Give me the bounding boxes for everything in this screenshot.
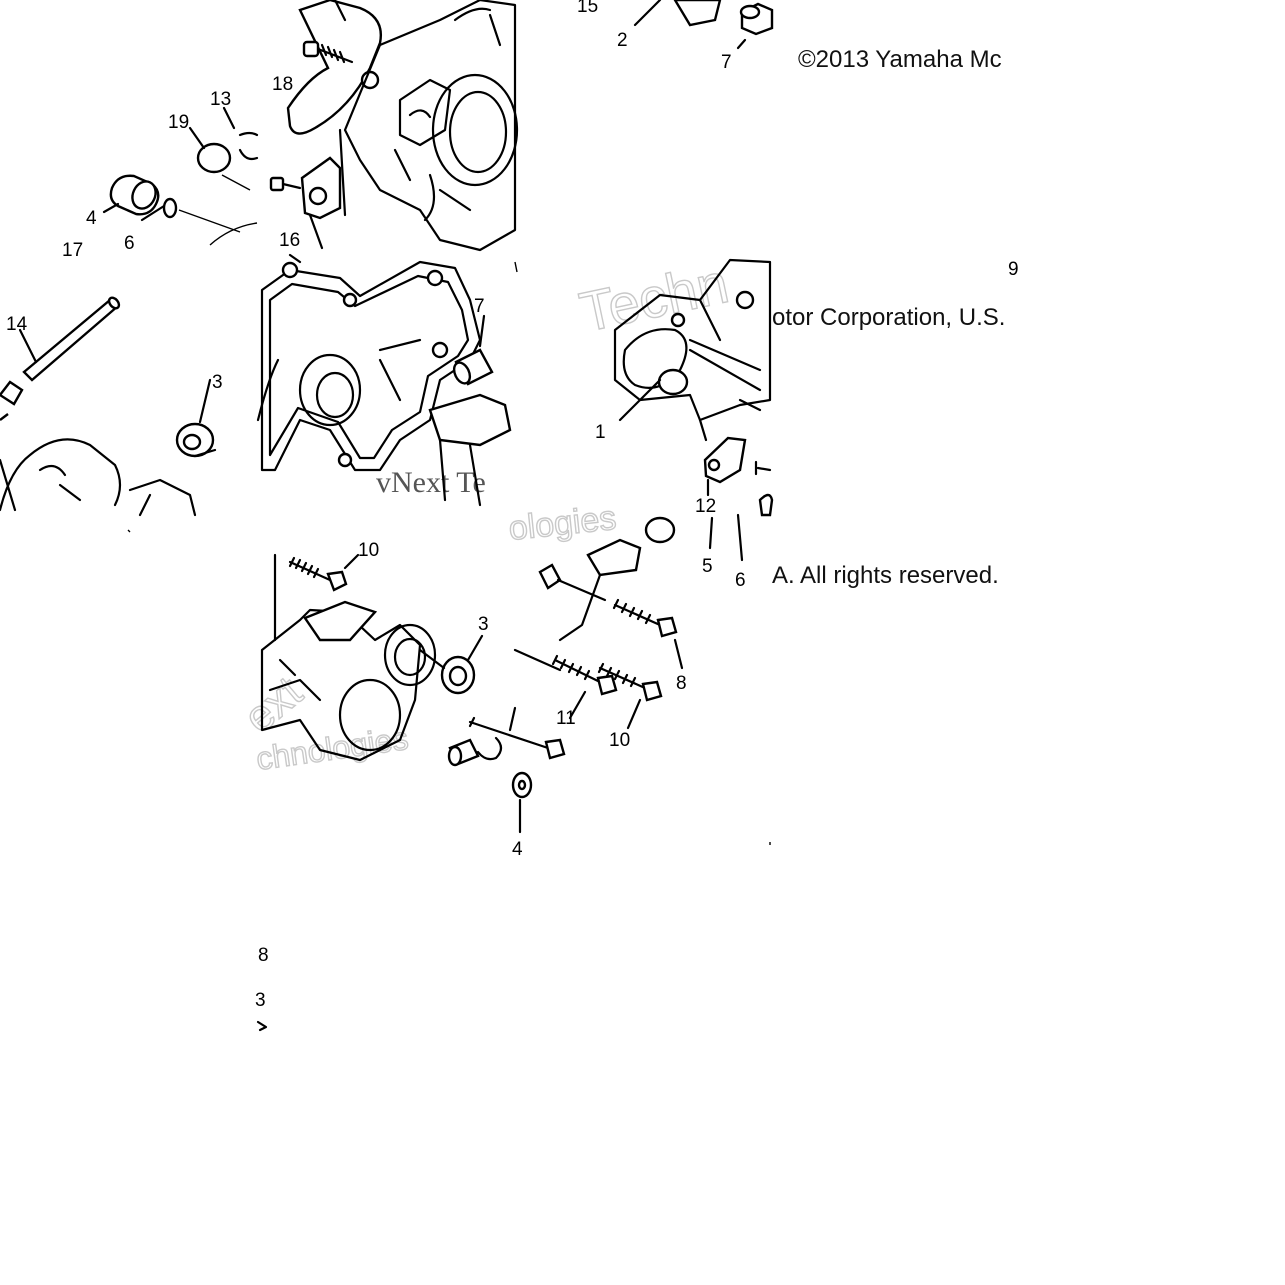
callout-8: 8 [258,945,269,966]
leader-lines [178,174,258,246]
part-collar [739,2,774,36]
part-collar [538,563,562,590]
part-cap [196,142,232,174]
callout-5: 5 [702,556,713,577]
callout-11: 11 [556,708,576,729]
callout-9: 9 [1008,259,1019,280]
part-bolt [269,176,302,192]
part-pipe [22,296,121,382]
part-oil-seal [440,655,476,695]
tile-bottom-right: 8 11 10 4 [468,516,687,860]
gasket-outline [260,260,482,472]
callout-4: 4 [512,839,523,860]
part-bolt [612,598,678,638]
tile-top-right: 15 2 7 [577,0,774,73]
part-bolt [302,40,354,64]
engine-block [0,438,197,517]
tile-top-middle: 18 16 [269,0,519,264]
callout-6: 6 [735,570,746,591]
tile-middle-right: 9 1 12 5 6 [595,258,1019,591]
callout-15: 15 [577,0,598,17]
callout-8: 8 [676,673,687,694]
callout-4: 4 [86,208,97,229]
tile-top-left: 13 19 4 6 17 [62,89,259,261]
part-bolt [468,716,566,760]
watermark-text: vNext Te [376,466,486,499]
watermark-text: ologies [507,499,618,548]
callout-12: 12 [695,496,716,517]
callout-6: 6 [124,233,135,254]
tile-center: 7 [256,260,512,507]
callout-3: 3 [478,614,489,635]
callout-16: 16 [279,230,300,251]
watermark-text: ext [235,667,311,742]
part-housing [673,0,722,27]
copyright-line-3: A. All rights reserved. [772,562,999,589]
copyright-line-2: otor Corporation, U.S. [772,304,1006,331]
callout-14: 14 [6,314,28,335]
part-bushing [109,174,160,216]
part-bolt [597,662,663,702]
callout-10: 10 [609,730,630,751]
part-bracket [286,0,382,135]
callout-17: 17 [62,240,83,261]
cylinder-housing [613,258,772,422]
part-bracket [586,538,642,577]
part-bolt [288,556,348,592]
callout-3: 3 [255,990,266,1011]
callout-3: 3 [212,372,223,393]
callout-leaders [102,106,236,222]
callout-7: 7 [474,296,485,317]
part-bracket [428,393,512,447]
callout-13: 13 [210,89,231,110]
crankcase-half [343,0,517,252]
part-dowel [447,738,480,767]
part-o-ring [162,197,178,219]
tile-bottom-center: 10 3 [260,540,503,767]
part-dowel [452,348,494,386]
callout-1: 1 [595,422,606,443]
callout-19: 19 [168,112,189,133]
copyright-line-1: ©2013 Yamaha Mc [798,46,1002,73]
callout-18: 18 [272,74,293,95]
tile-lower-fragment: 8 3 [255,945,269,1032]
callout-10: 10 [358,540,379,561]
callout-2: 2 [617,30,628,51]
part-plug [238,131,259,161]
tile-middle-left: 14 3 [0,296,223,517]
callout-7: 7 [721,52,732,73]
